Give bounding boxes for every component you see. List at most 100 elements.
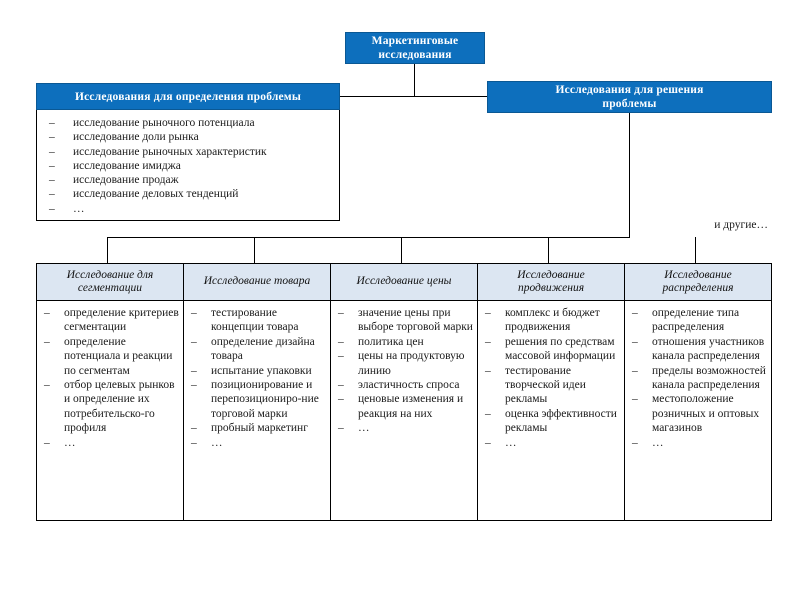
research-categories-table: Исследование для сегментации – определен… (36, 263, 772, 521)
bullet-dash: – (338, 335, 344, 348)
column-header-line2: сегментации (77, 282, 143, 294)
list-item-label: тестирование творческой идеи рекламы (505, 364, 586, 406)
bullet-dash: – (338, 393, 344, 406)
bullet-dash: – (338, 350, 344, 363)
others-note: и другие… (714, 219, 768, 231)
connector-root-to-left (340, 96, 415, 97)
list-item-label: … (211, 436, 223, 449)
column-header: Исследование распределения (625, 264, 771, 301)
list-item: – определение потенциала и реакции по се… (40, 335, 180, 378)
connector-root-to-right (414, 96, 488, 97)
list-item: – решения по средствам массовой информац… (481, 335, 621, 364)
bullet-dash: – (44, 335, 50, 348)
list-item-label: политика цен (358, 335, 424, 348)
list-item: – исследование продаж (43, 173, 335, 187)
bullet-dash: – (338, 307, 344, 319)
list-item-label: исследование рыночных характеристик (73, 145, 267, 158)
bullet-dash: – (485, 436, 491, 449)
root-node-marketing-research[interactable]: Маркетинговые исследования (345, 32, 485, 64)
bullet-dash: – (191, 307, 197, 319)
list-item: – ценовые изменения и реакция на них (334, 392, 474, 421)
right-branch-header[interactable]: Исследования для решения проблемы (487, 81, 772, 113)
bullet-dash: – (49, 131, 55, 144)
list-item: – … (40, 436, 180, 450)
list-item-label: исследование деловых тенденций (73, 188, 239, 201)
bullet-dash: – (191, 364, 197, 377)
list-item-label: … (73, 202, 85, 215)
list-item-label: исследование имиджа (73, 159, 181, 172)
list-item-label: комплекс и бюджет продвижения (505, 307, 600, 334)
list-item-label: исследование доли рынка (73, 131, 199, 144)
column-header-line2: распределения (662, 282, 734, 294)
column-header-line1: Исследование (664, 268, 732, 281)
list-item: – определение критериев сегментации (40, 306, 180, 335)
column-product: Исследование товара – тестирование конце… (184, 264, 331, 520)
bullet-dash: – (632, 335, 638, 348)
list-item: – тестирование творческой идеи рекламы (481, 364, 621, 407)
list-item: – эластичность спроса (334, 378, 474, 392)
column-list: – комплекс и бюджет продвижения – решени… (481, 306, 621, 450)
list-item-label: испытание упаковки (211, 364, 312, 377)
connector-bus (107, 237, 630, 238)
bullet-dash: – (49, 188, 55, 201)
column-list: – значение цены при выборе торговой марк… (334, 306, 474, 436)
list-item: – испытание упаковки (187, 364, 327, 378)
column-header-line1: Исследование товара (203, 275, 311, 288)
list-item-label: отбор целевых рынков и определение их по… (64, 379, 175, 435)
list-item: – пробный маркетинг (187, 421, 327, 435)
root-title-line1: Маркетинговые (371, 35, 459, 47)
column-promotion: Исследование продвижения – комплекс и бю… (478, 264, 625, 520)
column-header-line1: Исследование цены (356, 275, 452, 288)
left-branch-header[interactable]: Исследования для определения проблемы (36, 83, 340, 110)
column-body: – определение типа распределения – отнош… (625, 301, 771, 520)
bullet-dash: – (485, 335, 491, 348)
column-body: – тестирование концепции товара – опреде… (184, 301, 330, 520)
list-item: – оценка эффективности рекламы (481, 407, 621, 436)
root-title-line2: исследования (378, 49, 452, 61)
list-item-label: определение дизайна товара (211, 335, 315, 363)
list-item-label: тестирование концепции товара (211, 307, 299, 334)
list-item-label: … (64, 436, 76, 449)
list-item: – … (43, 202, 335, 216)
bullet-dash: – (632, 364, 638, 377)
connector-riser-2 (254, 237, 255, 263)
list-item: – пределы возможностей канала распределе… (628, 364, 768, 393)
bullet-dash: – (191, 436, 197, 449)
connector-root-drop (414, 64, 415, 97)
bullet-dash: – (632, 436, 638, 449)
column-header: Исследование продвижения (478, 264, 624, 301)
list-item: – политика цен (334, 335, 474, 349)
bullet-dash: – (44, 436, 50, 449)
list-item: – определение дизайна товара (187, 335, 327, 364)
column-body: – значение цены при выборе торговой марк… (331, 301, 477, 520)
list-item-label: значение цены при выборе торговой марки (358, 307, 473, 334)
list-item-label: ценовые изменения и реакция на них (358, 393, 464, 420)
list-item-label: цены на продуктовую линию (358, 350, 465, 377)
list-item: – … (481, 436, 621, 450)
column-list: – определение типа распределения – отнош… (628, 306, 768, 450)
list-item: – исследование доли рынка (43, 130, 335, 144)
list-item: – исследование деловых тенденций (43, 187, 335, 201)
list-item: – … (628, 436, 768, 450)
column-header: Исследование товара (184, 264, 330, 301)
connector-riser-3 (401, 237, 402, 263)
list-item: – … (334, 421, 474, 435)
bullet-dash: – (49, 174, 55, 187)
list-item-label: позиционирование и перепозициониро-ние т… (211, 379, 319, 420)
list-item-label: … (652, 436, 664, 449)
column-header: Исследование цены (331, 264, 477, 301)
list-item-label: определение критериев сегментации (64, 307, 179, 334)
bullet-dash: – (191, 379, 197, 392)
list-item: – позиционирование и перепозициониро-ние… (187, 378, 327, 421)
bullet-dash: – (632, 307, 638, 319)
connector-riser-4 (548, 237, 549, 263)
bullet-dash: – (485, 307, 491, 319)
list-item-label: пределы возможностей канала распределени… (652, 364, 766, 392)
list-item-label: … (358, 422, 370, 435)
list-item: – местоположение розничных и оптовых маг… (628, 392, 768, 435)
list-item: – тестирование концепции товара (187, 306, 327, 335)
list-item: – исследование рыночных характеристик (43, 145, 335, 159)
list-item-label: … (505, 436, 517, 449)
list-item-label: исследование рыночного потенциала (73, 117, 255, 129)
